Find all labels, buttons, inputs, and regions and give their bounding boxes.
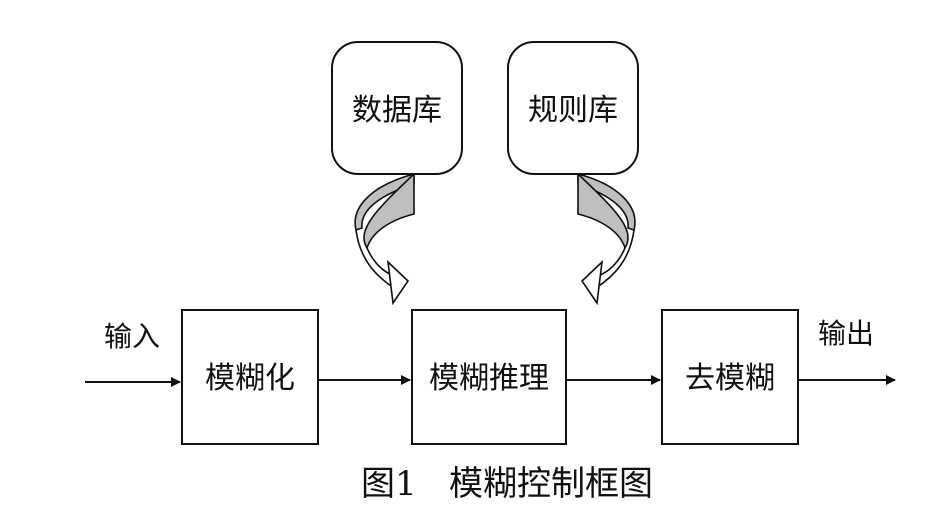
fuzzification-label: 模糊化 [205, 361, 295, 396]
input-label: 输入 [104, 320, 160, 353]
database-to-inference-curved-arrow [354, 172, 415, 306]
fuzzification-box: 模糊化 [181, 309, 319, 445]
rulebase-box: 规则库 [507, 41, 639, 175]
rulebase-label: 规则库 [528, 93, 618, 128]
defuzzification-box: 去模糊 [661, 309, 799, 445]
output-label: 输出 [818, 317, 874, 350]
defuzzification-label: 去模糊 [685, 361, 775, 396]
inference-box: 模糊推理 [411, 309, 567, 445]
database-box: 数据库 [331, 41, 463, 175]
rulebase-to-inference-curved-arrow [577, 172, 636, 306]
database-label: 数据库 [352, 93, 442, 128]
inference-label: 模糊推理 [429, 361, 549, 396]
figure-caption: 图1 模糊控制框图 [361, 464, 653, 504]
